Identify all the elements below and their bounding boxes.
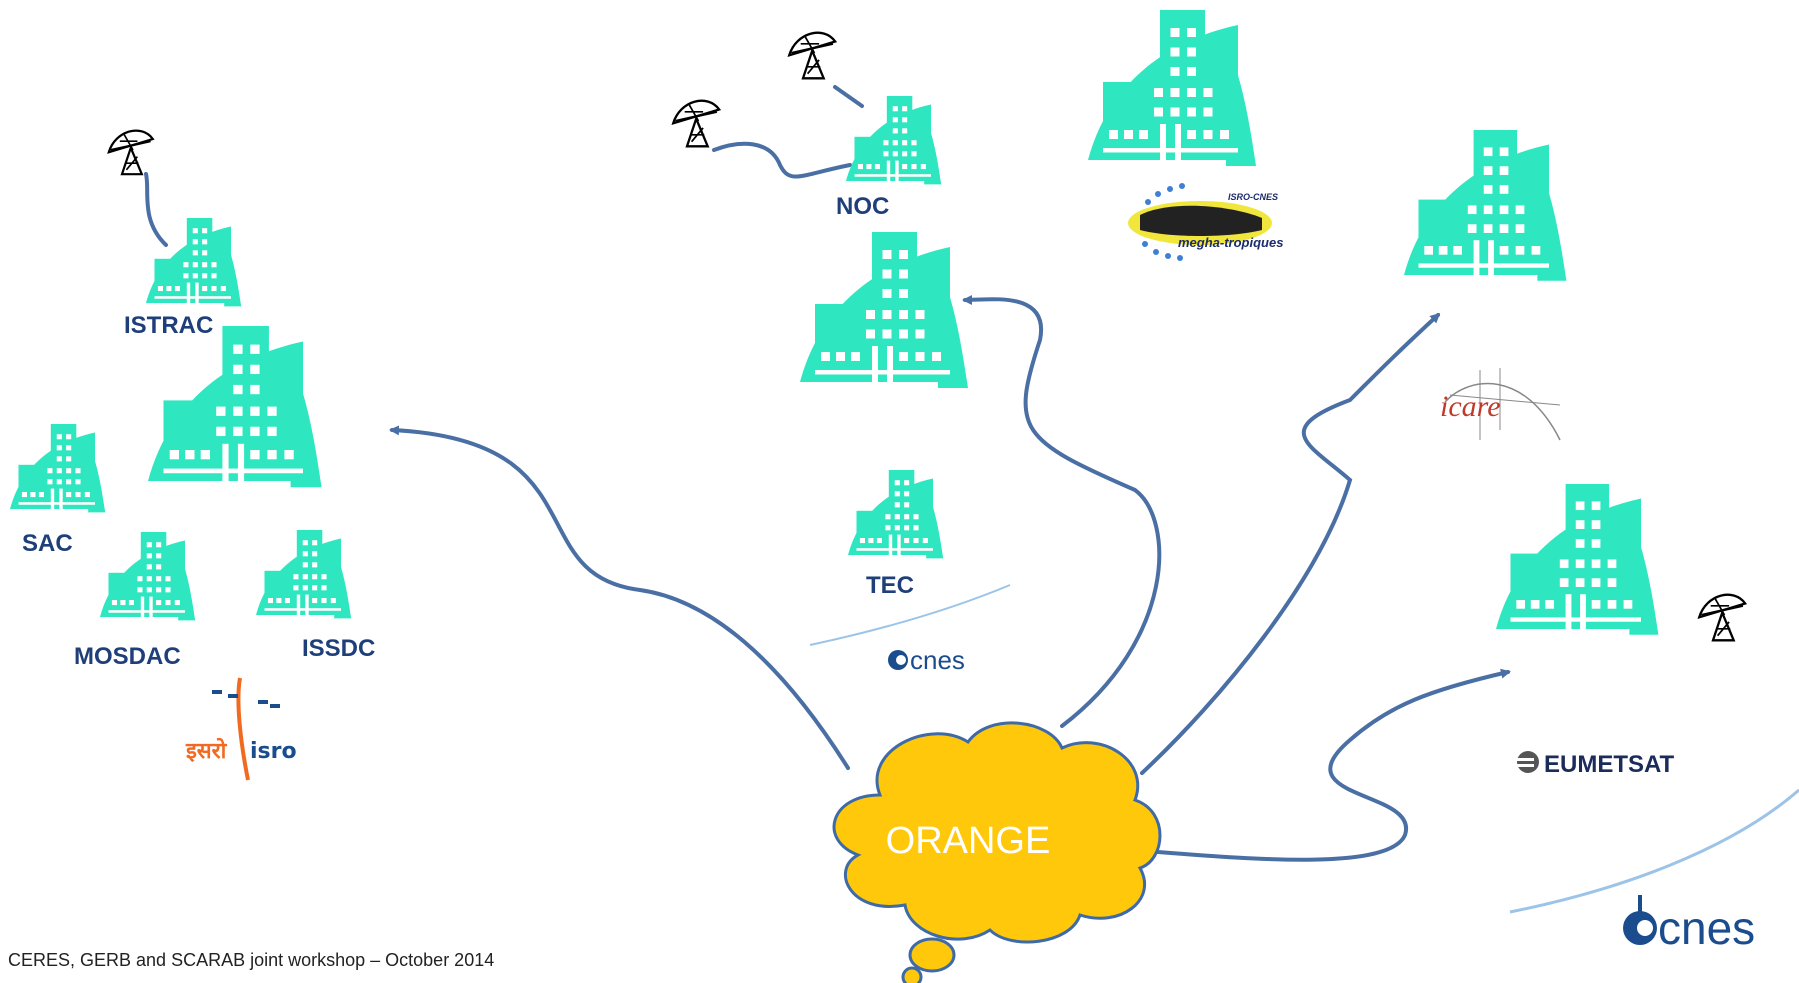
link-noc-dish-left — [712, 141, 852, 179]
footer-text: CERES, GERB and SCARAB joint workshop – … — [8, 950, 495, 970]
arrow-orange-to-isro — [389, 425, 850, 770]
arrow-orange-to-eumetsat — [1156, 668, 1511, 862]
megha-tropiques-logo: ISRO-CNES megha-tropiques — [1122, 182, 1283, 266]
cnes-swoosh-large — [1509, 788, 1799, 914]
link-istrac-dish — [144, 172, 168, 247]
dish-noc-top-icon — [788, 31, 837, 80]
building-cnes-main-icon — [800, 232, 968, 388]
cnes-large-text: cnes — [1658, 902, 1755, 954]
eumetsat-text: EUMETSAT — [1544, 751, 1675, 778]
label-tec: TEC — [866, 572, 914, 599]
dish-eumetsat-icon — [1698, 593, 1747, 642]
building-istrac-icon — [146, 218, 242, 307]
dish-noc-left-icon — [672, 99, 721, 148]
cloud-label: ORANGE — [886, 820, 1051, 862]
connections — [144, 85, 1511, 862]
label-sac: SAC — [22, 530, 73, 557]
arrow-orange-to-icare — [1140, 312, 1441, 775]
label-mosdac: MOSDAC — [74, 643, 181, 670]
icare-text: icare — [1440, 390, 1501, 423]
label-istrac: ISTRAC — [124, 312, 213, 339]
arrow-orange-to-cnes — [962, 294, 1162, 728]
building-isro-main-icon — [148, 326, 322, 488]
link-noc-dish-top — [833, 85, 864, 108]
building-tec-icon — [848, 470, 944, 559]
building-noc-icon — [846, 96, 942, 185]
building-megha-icon — [1088, 10, 1256, 166]
building-icare-icon — [1404, 130, 1567, 281]
cnes-swoosh-small — [809, 584, 1011, 646]
isro-logo: इसरो isro — [185, 677, 297, 781]
label-noc: NOC — [836, 193, 889, 220]
cnes-logo-small: cnes — [888, 645, 965, 675]
building-issdc-icon — [256, 530, 352, 619]
isro-hindi-text: इसरो — [185, 737, 228, 764]
megha-text: megha-tropiques — [1178, 235, 1283, 250]
label-issdc: ISSDC — [302, 635, 375, 662]
building-sac-icon — [10, 424, 106, 513]
orange-cloud: ORANGE — [832, 721, 1162, 983]
cnes-logo-large: cnes — [1623, 895, 1755, 954]
eumetsat-logo: EUMETSAT — [1516, 751, 1675, 778]
isro-text: isro — [250, 739, 297, 764]
cnes-small-text: cnes — [910, 645, 965, 675]
megha-header-text: ISRO-CNES — [1228, 192, 1278, 202]
building-eumetsat-icon — [1496, 484, 1659, 635]
icare-logo: icare — [1440, 368, 1561, 441]
dish-istrac-icon — [107, 129, 154, 176]
building-mosdac-icon — [100, 532, 196, 621]
